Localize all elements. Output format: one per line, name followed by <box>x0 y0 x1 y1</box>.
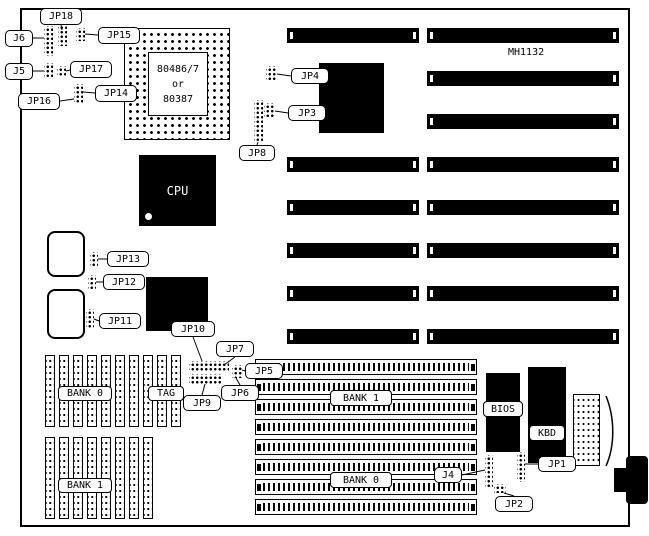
callout-jp5: JP5 <box>245 363 283 379</box>
isa-slot-segment <box>287 329 419 344</box>
jumper-block-jp12 <box>88 275 96 290</box>
simm-socket <box>45 355 55 427</box>
callout-jp2: JP2 <box>495 496 533 512</box>
coprocessor-socket-label: 80486/7 or 80387 <box>148 52 208 116</box>
isa-slot-segment <box>287 157 419 172</box>
jumper-block-jp11 <box>86 309 94 329</box>
jumper-block-jp13 <box>90 252 98 267</box>
jumper-block-jp4 <box>266 66 277 81</box>
socket-line3: 80387 <box>162 93 194 105</box>
socketed-chip <box>47 231 85 277</box>
jumper-block-jp17 <box>57 66 66 77</box>
simm-socket <box>115 437 125 519</box>
callout-jp12: JP12 <box>103 274 145 290</box>
callout-jp8: JP8 <box>239 145 275 161</box>
simm-slot <box>255 419 477 435</box>
jumper-block-jp18 <box>58 24 67 46</box>
isa-slot-segment <box>427 329 619 344</box>
isa-slot-segment <box>427 200 619 215</box>
isa-slot-segment <box>427 71 619 86</box>
power-connector <box>573 394 600 466</box>
callout-jp18: JP18 <box>40 8 82 25</box>
jumper-block-j4 <box>485 455 493 489</box>
jumper-block-j6 <box>44 26 53 56</box>
label-bank1-center: BANK 1 <box>330 390 392 406</box>
jumper-block-jp15 <box>76 28 85 41</box>
keyboard-connector-neck <box>614 468 626 492</box>
callout-jp6: JP6 <box>221 385 259 401</box>
simm-slot-contacts <box>263 363 469 371</box>
simm-socket <box>143 437 153 519</box>
isa-slot-segment <box>427 243 619 258</box>
simm-slot <box>255 359 477 375</box>
jumper-block-jp1 <box>517 452 525 482</box>
jumper-block-jp5-jp6 <box>232 365 242 378</box>
callout-jp9: JP9 <box>183 395 221 411</box>
callout-j5: J5 <box>5 63 33 80</box>
callout-jp14: JP14 <box>95 85 137 102</box>
board-model-label: MH1132 <box>508 47 545 58</box>
jumper-block-jp8 <box>254 100 263 142</box>
isa-slot-segment <box>427 114 619 129</box>
isa-slot-segment <box>287 286 419 301</box>
cpu-label: CPU <box>166 183 189 198</box>
callout-jp10: JP10 <box>171 321 215 337</box>
callout-jp7: JP7 <box>216 341 254 357</box>
callout-jp1: JP1 <box>538 456 576 472</box>
jumper-block-j5 <box>44 63 53 79</box>
simm-slot <box>255 439 477 455</box>
jumper-block-jp9 <box>189 374 221 384</box>
callout-jp4: JP4 <box>291 68 329 84</box>
callout-jp16: JP16 <box>18 93 60 110</box>
jumper-block-jp14-jp16 <box>74 84 83 104</box>
socketed-chip <box>47 289 85 339</box>
callout-jp11: JP11 <box>99 313 141 329</box>
simm-socket <box>115 355 125 427</box>
kbd-controller-chip <box>528 367 566 463</box>
socket-line2: or <box>171 78 185 90</box>
coprocessor-socket: 80486/7 or 80387 <box>124 28 230 140</box>
isa-slot-segment <box>287 200 419 215</box>
simm-slot-contacts <box>263 423 469 431</box>
simm-slot-contacts <box>263 403 469 411</box>
jumper-block-jp10 <box>189 361 229 371</box>
simm-socket <box>129 355 139 427</box>
label-tag: TAG <box>148 386 184 401</box>
isa-slot-segment <box>427 286 619 301</box>
simm-slot-contacts <box>263 463 469 471</box>
simm-slot-contacts <box>263 383 469 391</box>
callout-jp3: JP3 <box>288 105 326 121</box>
isa-slot-segment <box>287 243 419 258</box>
callout-j6: J6 <box>5 30 33 47</box>
jumper-block-jp3 <box>264 103 275 118</box>
isa-slot-segment <box>427 28 619 43</box>
isa-slot-segment <box>427 157 619 172</box>
simm-socket <box>45 437 55 519</box>
jumper-block-jp2 <box>494 484 506 493</box>
socket-line1: 80486/7 <box>156 63 200 75</box>
simm-socket <box>129 437 139 519</box>
callout-jp15: JP15 <box>98 27 140 44</box>
callout-j4: J4 <box>434 467 462 483</box>
label-bank1-left: BANK 1 <box>58 478 112 493</box>
simm-slot-contacts <box>263 503 469 511</box>
isa-slot-segment <box>287 28 419 43</box>
label-bank0-left: BANK 0 <box>58 386 112 401</box>
cpu-pin1-dot <box>145 213 152 220</box>
simm-slot-contacts <box>263 443 469 451</box>
keyboard-din-connector <box>626 456 648 504</box>
label-kbd: KBD <box>529 425 565 441</box>
label-bios: BIOS <box>483 401 523 417</box>
chipset-chip <box>319 63 384 133</box>
callout-jp13: JP13 <box>107 251 149 267</box>
simm-slot <box>255 499 477 515</box>
callout-jp17: JP17 <box>70 61 112 78</box>
cpu-chip: CPU <box>139 155 216 226</box>
label-bank0-center: BANK 0 <box>330 472 392 488</box>
